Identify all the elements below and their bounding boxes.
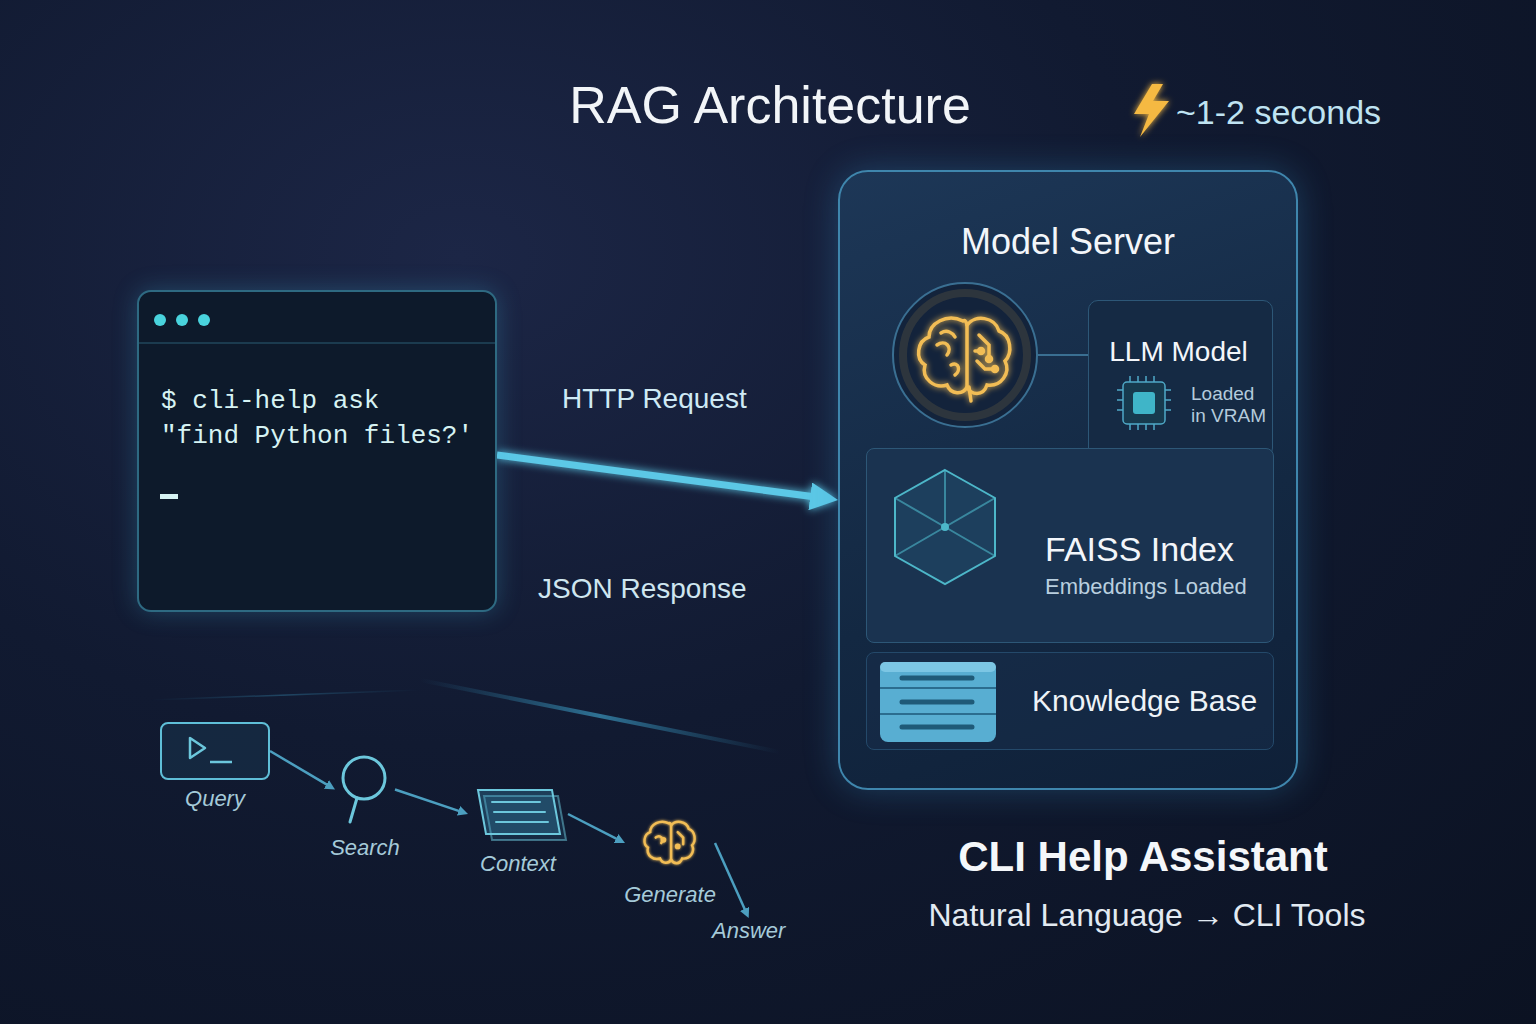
step-label: Context (480, 851, 556, 877)
terminal-decor (139, 314, 495, 499)
model-server-panel: Model ServerLLM ModelLoaded in VRAMFAISS… (838, 170, 1298, 790)
chip-icon (1117, 376, 1171, 430)
answer-step: Answer (712, 918, 785, 944)
faiss-index-card: FAISS IndexEmbeddings Loaded (866, 448, 1274, 643)
step-label: Search (330, 835, 400, 861)
request-arrow (497, 455, 821, 498)
search-step: Search (335, 752, 395, 827)
step-label: Query (185, 786, 245, 812)
panel-title: Model Server (860, 220, 1276, 263)
step-label: Answer (712, 918, 785, 944)
card-title: LLM Model (1089, 335, 1268, 369)
card-title: Knowledge Base (1032, 683, 1259, 719)
command-text: $ cli-help ask "find Python files?' (161, 384, 473, 454)
pipeline-arrow (715, 843, 746, 913)
latency-note: ~1-2 seconds (1176, 92, 1381, 133)
pipeline-arrow (395, 790, 462, 813)
search-icon (343, 757, 385, 822)
light-streak (150, 690, 420, 700)
query-icon (190, 738, 232, 762)
diagram-title: RAG Architecture (320, 74, 1220, 136)
brain-circle (893, 283, 1088, 427)
command-part: $ cli-help ask (161, 386, 379, 416)
step-label: Generate (624, 882, 716, 908)
response-label: JSON Response (538, 572, 747, 606)
terminal-window: $ cli-help ask "find Python files?' (137, 290, 497, 612)
pipeline-arrow (270, 751, 330, 786)
edge-label: HTTP Request (562, 382, 747, 416)
generate-step: Generate (625, 812, 715, 874)
command-part: "find Python files?' (161, 419, 473, 454)
lightning-icon (1134, 84, 1169, 137)
card-title: FAISS Index (1045, 529, 1259, 570)
knowledge-base-card: Knowledge Base (866, 652, 1274, 750)
llm-model-card: LLM ModelLoaded in VRAM (1088, 300, 1273, 458)
database-stack-icon (880, 662, 996, 742)
light-streak (420, 680, 780, 752)
context-step: Context (468, 785, 568, 843)
caption-title: CLI Help Assistant (693, 832, 1536, 882)
pipeline-arrow (568, 814, 620, 840)
generate-brain-icon (644, 822, 694, 863)
cube-icon (895, 470, 995, 584)
card-status: Embeddings Loaded (1045, 574, 1259, 600)
query-step: Query (160, 722, 270, 780)
card-status: Loaded in VRAM (1191, 383, 1271, 429)
document-icon (478, 790, 566, 840)
subtitle: Natural Language → CLI Tools (697, 896, 1536, 934)
